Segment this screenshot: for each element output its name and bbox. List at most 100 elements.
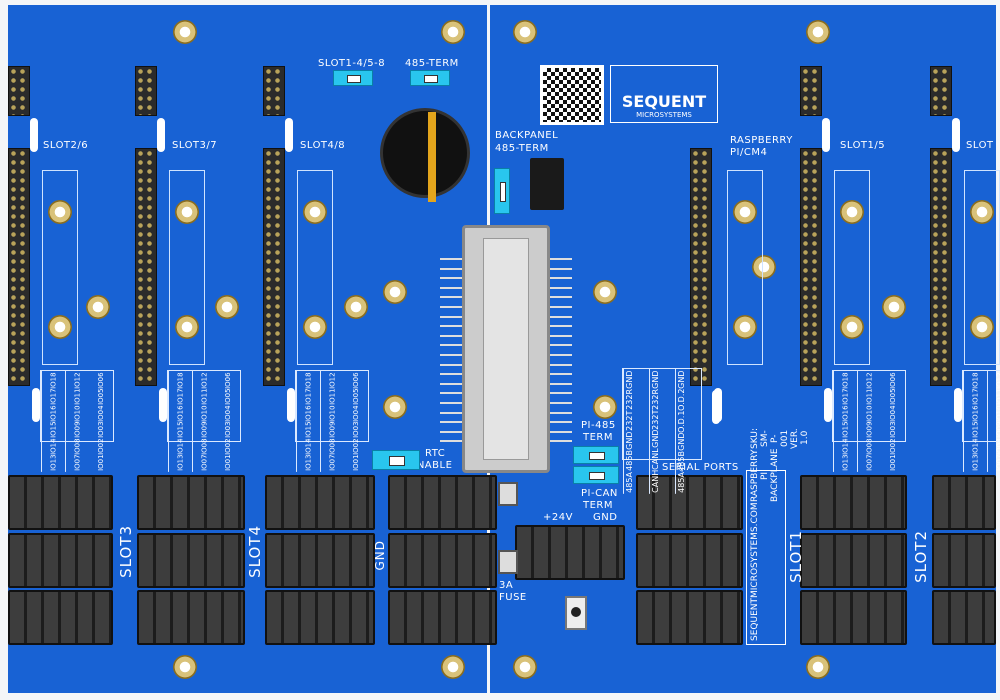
connector-pin [440,267,464,270]
terminal-block[interactable] [388,475,497,530]
terminal-block[interactable] [800,533,907,588]
io-label: IO03 [224,421,232,438]
io-label: IO14 [176,437,185,455]
connector-pin [548,258,572,260]
io-label: IO12 [865,372,874,389]
terminal-block[interactable] [137,475,245,530]
jumper-label: SLOT1-4/5-8 [318,58,386,69]
slot-header-connector[interactable] [135,148,157,386]
slot-small-header[interactable] [800,66,822,116]
io-label: IO08 [865,437,874,455]
terminal-block[interactable] [265,475,375,530]
pi-can-term-jumper[interactable] [573,466,619,484]
connector-pin [440,258,464,260]
gnd-label: GND [593,512,618,523]
backpanel-485-term-jumper[interactable] [494,168,510,214]
io-label: IO18 [841,372,850,389]
io-label: IO14 [304,437,313,455]
io-label: IO04 [224,404,232,422]
mounting-hole [593,280,617,304]
serial-pin-label: GND [625,370,634,389]
io-label: IO11 [328,388,337,405]
terminal-block[interactable] [636,533,743,588]
slot-header-connector[interactable] [8,148,30,386]
connector-pin [440,325,464,328]
io-label: IO11 [73,388,82,405]
io-label: IO16 [304,404,313,422]
slot-header-connector[interactable] [263,148,285,386]
terminal-block[interactable] [800,590,907,645]
serial-pin-label: O.D.1 [677,410,686,433]
info-line: RASPBERRY PI BACKPLANE [750,448,780,503]
io-label: IO15 [304,421,313,438]
io-label: IO12 [73,372,82,389]
terminal-block[interactable] [932,590,996,645]
io-label: IO07 [200,454,209,471]
reset-button[interactable] [565,596,587,630]
jumper-label: BACKPANEL [495,130,559,141]
terminal-block[interactable] [8,590,113,645]
mounting-hole [840,200,864,224]
slot-small-header[interactable] [263,66,285,116]
sequent-logo: SEQUENT MICROSYSTEMS [610,65,718,123]
terminal-block[interactable] [137,533,245,588]
connector-pin [548,440,572,443]
io-label: IO18 [304,372,313,389]
io-label: IO10 [865,404,874,422]
serial-pin-label: GND [677,432,686,452]
power-terminal-block[interactable] [515,525,625,580]
mounting-hole [513,20,537,44]
jumper-label: 485-TERM [495,143,549,154]
slot-small-header[interactable] [930,66,952,116]
connector-pin [548,334,572,337]
terminal-block[interactable] [636,590,743,645]
mounting-hole [441,655,465,679]
io-label: IO14 [971,437,980,455]
serial-pin-label: GND [625,431,634,450]
connector-pin [440,334,464,337]
rtc-enable-jumper[interactable] [372,450,420,470]
terminal-block[interactable] [932,475,996,530]
terminal-block[interactable] [8,475,113,530]
slot-small-header[interactable] [8,66,30,116]
io-label: IO16 [971,404,980,422]
485-term-jumper[interactable] [410,70,450,86]
io-label: IO13 [49,454,58,471]
connector-pin [548,392,572,395]
io-label: IO18 [176,372,185,389]
slot-header-connector[interactable] [690,148,712,386]
connector-pin [548,306,572,308]
terminal-block[interactable] [388,533,497,588]
terminal-block[interactable] [932,533,996,588]
io-label: IO13 [971,454,980,471]
slot-label: SLOT [966,140,994,151]
slot-label: SLOT4/8 [300,140,346,151]
connector-pin [440,392,464,395]
terminal-block[interactable] [636,475,743,530]
pi-485-term-jumper[interactable] [573,446,619,464]
io-label: IO13 [176,454,185,471]
mounting-hole [733,200,757,224]
slot-select-jumper[interactable] [333,70,373,86]
io-label: IO02 [889,437,897,455]
slot-header-connector[interactable] [930,148,952,386]
terminal-block[interactable] [137,590,245,645]
io-label: IO11 [200,388,209,405]
mounting-hole [593,395,617,419]
terminal-block[interactable] [265,590,375,645]
io-label: IO01 [352,454,360,471]
terminal-block[interactable] [8,533,113,588]
terminal-block[interactable] [800,475,907,530]
terminal-block[interactable] [388,590,497,645]
slot-header-connector[interactable] [800,148,822,386]
terminal-block[interactable] [265,533,375,588]
slot-small-header[interactable] [135,66,157,116]
connector-pin [548,344,572,347]
serial-pin-label: 485B [625,450,634,472]
